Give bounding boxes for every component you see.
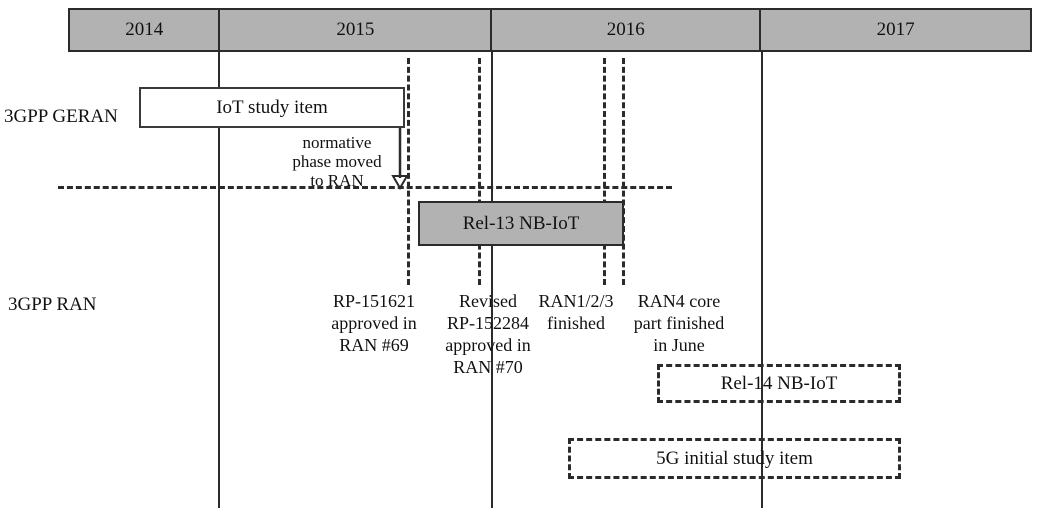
annotation-rp151621: RP-151621 approved in RAN #69 — [331, 291, 417, 355]
row-label-ran: 3GPP RAN — [8, 294, 97, 315]
event-marker-rp152284 — [478, 58, 481, 285]
year-header-bar: 2014 2015 2016 2017 — [68, 8, 1032, 52]
gridline-2016-2017 — [761, 52, 763, 508]
annotation-ran123-finished: RAN1/2/3 finished — [538, 291, 614, 333]
event-marker-ran4 — [622, 58, 625, 285]
box-5g-initial-study-item-label: 5G initial study item — [656, 447, 813, 469]
year-cell-2016: 2016 — [492, 10, 762, 50]
year-cell-2015: 2015 — [220, 10, 493, 50]
year-label-2014: 2014 — [125, 19, 164, 40]
box-rel13-nb-iot-label: Rel-13 NB-IoT — [462, 212, 580, 234]
year-label-2015: 2015 — [336, 19, 375, 40]
year-cell-2014: 2014 — [70, 10, 221, 50]
year-label-2017: 2017 — [876, 19, 915, 40]
row-label-geran: 3GPP GERAN — [4, 106, 118, 127]
annotation-ran4-core-part: RAN4 core part finished in June — [633, 291, 725, 355]
annotation-rp152284: Revised RP-152284 approved in RAN #70 — [445, 291, 531, 377]
annotation-normative-phase-moved: normative phase moved to RAN — [292, 133, 382, 190]
box-rel13-nb-iot: Rel-13 NB-IoT — [418, 201, 624, 246]
year-cell-2017: 2017 — [761, 10, 1030, 50]
box-rel14-nb-iot: Rel-14 NB-IoT — [657, 364, 901, 403]
box-iot-study-item: IoT study item — [139, 87, 405, 128]
box-rel14-nb-iot-label: Rel-14 NB-IoT — [720, 372, 838, 394]
year-label-2016: 2016 — [606, 19, 645, 40]
box-iot-study-item-label: IoT study item — [216, 96, 328, 118]
event-marker-rp151621 — [407, 58, 410, 285]
event-marker-ran123 — [603, 58, 606, 285]
gridline-2015-2016 — [491, 52, 493, 508]
geran-ran-divider — [58, 186, 672, 189]
box-5g-initial-study-item: 5G initial study item — [568, 438, 901, 479]
gridline-2014-2015 — [218, 52, 220, 508]
